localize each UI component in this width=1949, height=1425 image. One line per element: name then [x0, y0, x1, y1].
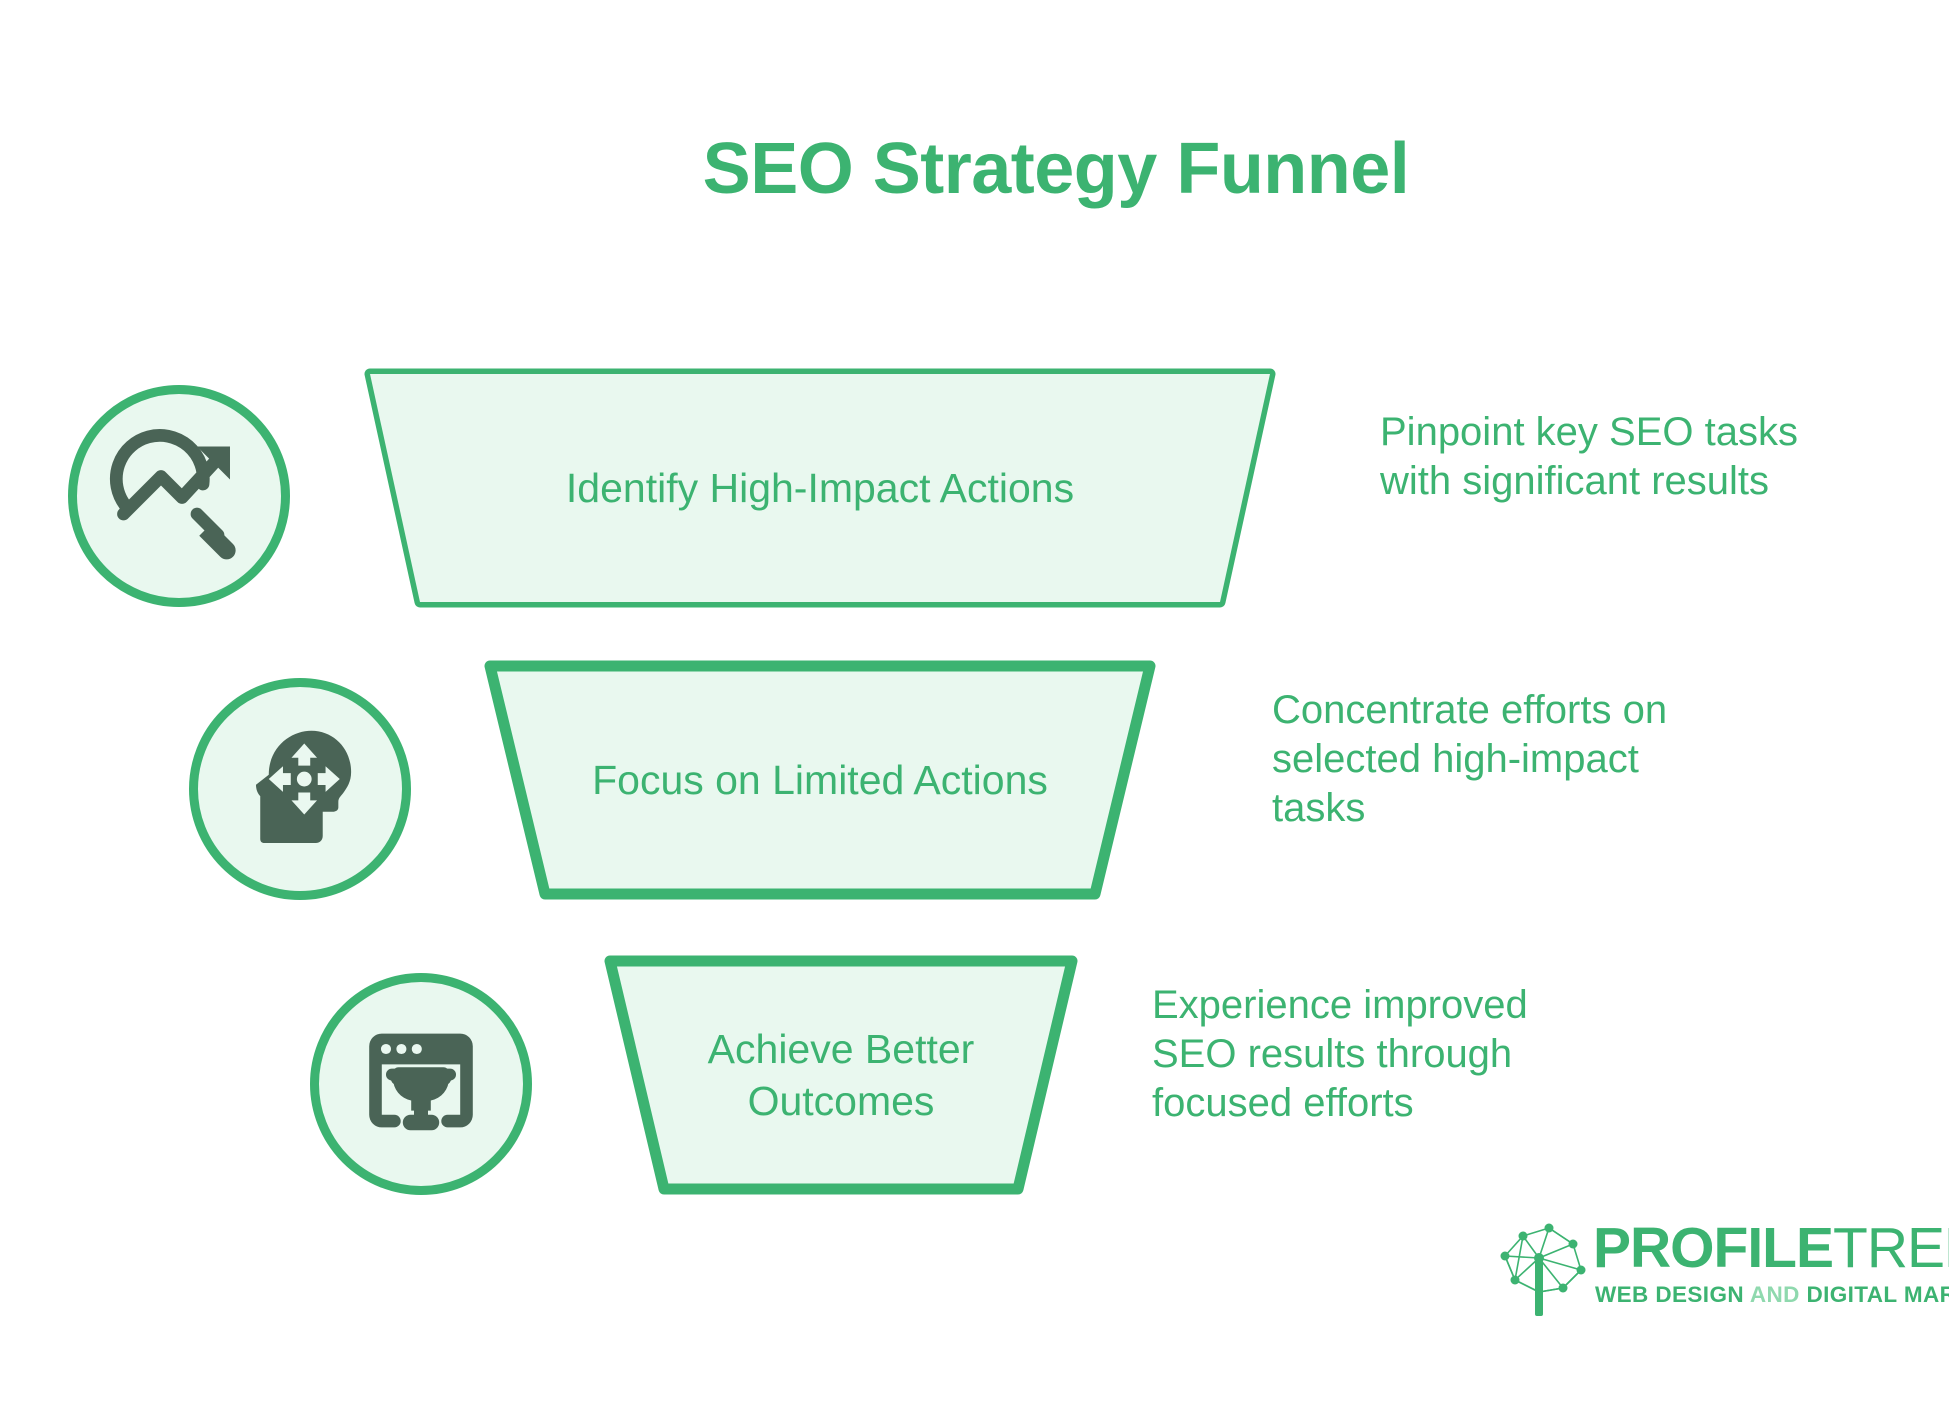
network-tree-icon [1493, 1218, 1589, 1318]
logo-word-tree: TREE [1833, 1216, 1949, 1280]
stage-description: Concentrate efforts on selected high-imp… [1272, 688, 1668, 830]
page-title: SEO Strategy Funnel [702, 129, 1410, 209]
logo-word-profile: PROFILE [1593, 1216, 1834, 1280]
funnel-stage-row: Identify High-Impact Actions Pinpoint ke… [0, 368, 1949, 628]
head-focus-icon [189, 678, 411, 900]
logo-tagline-part1: WEB DESIGN [1595, 1282, 1745, 1307]
stage-description: Experience improved SEO results through … [1152, 983, 1528, 1125]
funnel-stage-shape: Identify High-Impact Actions [350, 368, 1290, 608]
browser-trophy-icon [310, 973, 532, 1195]
funnel-stage-shape: Focus on Limited Actions [470, 660, 1170, 900]
search-trend-icon [68, 385, 290, 607]
logo-wordmark: PROFILETREE [1593, 1220, 1949, 1277]
funnel-stage-row: Focus on Limited Actions Concentrate eff… [0, 660, 1949, 920]
stage-description: Pinpoint key SEO tasks with significant … [1380, 410, 1798, 503]
profiletree-logo: PROFILETREE WEB DESIGN AND DIGITAL MARKE… [1493, 1218, 1949, 1326]
logo-tagline-part2: AND [1749, 1282, 1800, 1307]
logo-tagline-part3: DIGITAL MARKETING [1806, 1282, 1949, 1307]
funnel-stage-shape: Achieve Better Outcomes [590, 955, 1092, 1195]
funnel-stage-row: Achieve Better Outcomes Experience impro… [0, 955, 1949, 1215]
logo-tagline: WEB DESIGN AND DIGITAL MARKETING [1595, 1282, 1949, 1308]
